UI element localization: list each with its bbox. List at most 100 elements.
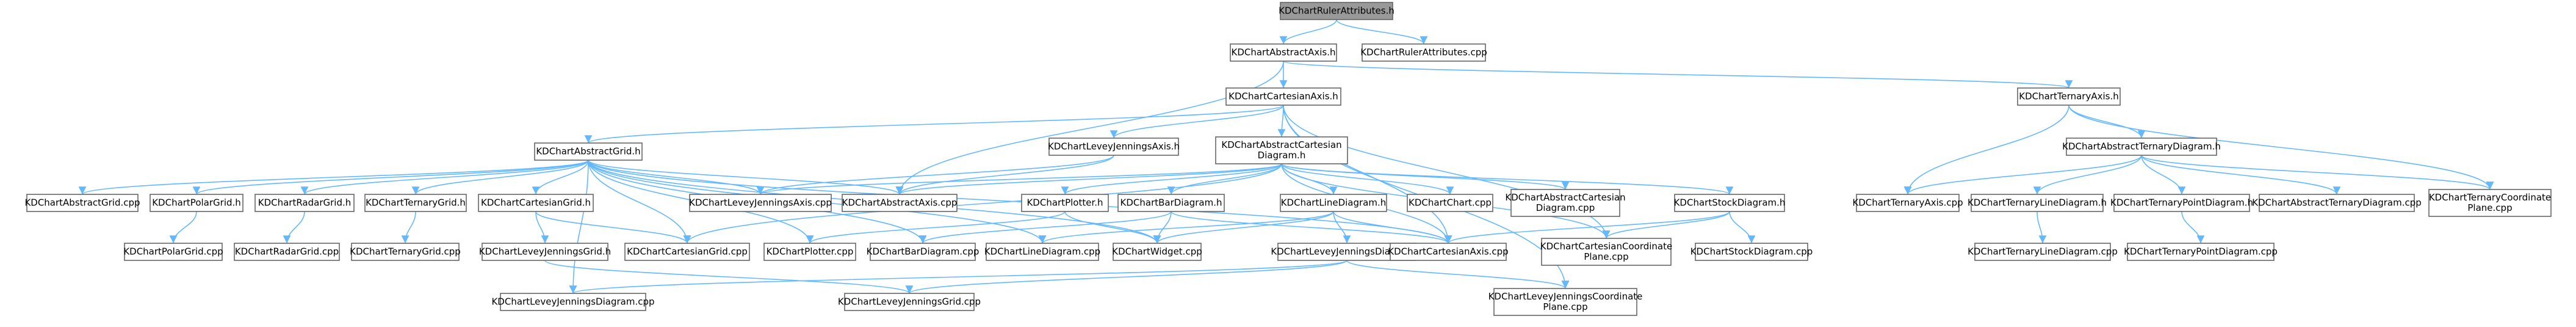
node-kdchartlinediagram-cpp[interactable]: KDChartLineDiagram.cpp [984,243,1100,261]
edge-n16-n32 [806,211,1066,244]
node-label: KDChartLineDiagram.h [1281,197,1387,208]
node-kdchartleveyjenningsgrid-cpp[interactable]: KDChartLeveyJenningsGrid.cpp [838,293,981,311]
edge-n3-n37 [1283,105,1452,244]
node-kdchartplotter-cpp[interactable]: KDChartPlotter.cpp [763,243,856,261]
node-kdchartternarygrid-h[interactable]: KDChartTernaryGrid.h [364,194,467,212]
edge-n4-n22 [1903,105,2069,195]
node-kdchartcartesianaxis-cpp[interactable]: KDChartCartesianAxis.cpp [1388,243,1509,261]
node-label: KDChartPolarGrid.cpp [123,246,223,257]
node-box [870,243,976,261]
edge-n12-n29 [401,211,416,244]
node-kdchartbardiagram-h[interactable]: KDChartBarDiagram.h [1117,194,1225,212]
node-kdchartternarylinediagram-cpp[interactable]: KDChartTernaryLineDiagram.cpp [1968,243,2118,261]
node-kdchartplotter-h[interactable]: KDChartPlotter.h [1021,194,1109,212]
node-kdchartternarypointdiagram-cpp[interactable]: KDChartTernaryPointDiagram.cpp [2124,243,2278,261]
edge-n36-n44 [1346,260,1570,289]
node-kdchartternarylinediagram-h[interactable]: KDChartTernaryLineDiagram.h [1968,194,2107,212]
node-box [2066,138,2217,156]
node-kdchartternarypointdiagram-h[interactable]: KDChartTernaryPointDiagram.h [2110,194,2253,212]
edge-n1-n15 [895,61,1284,195]
edge-n8-n26 [2141,155,2494,190]
edge-n11-n28 [283,211,305,244]
node-kdchartpolargrid-h[interactable]: KDChartPolarGrid.h [150,194,244,212]
node-box [1541,238,1672,266]
node-kdchartchart-cpp[interactable]: KDChartChart.cpp [1407,194,1493,212]
node-kdchartpolargrid-cpp[interactable]: KDChartPolarGrid.cpp [123,243,223,261]
node-kdchartcartesiangrid-h[interactable]: KDChartCartesianGrid.h [478,194,594,212]
node-box [1695,243,1808,261]
node-kdchartrulerattributes-cpp[interactable]: KDChartRulerAttributes.cpp [1360,43,1487,62]
node-label: KDChartTernaryGrid.h [366,197,466,208]
node-kdchartternaryaxis-cpp[interactable]: KDChartTernaryAxis.cpp [1852,194,1963,212]
node-label: KDChartRulerAttributes.cpp [1360,47,1487,58]
edge-n36-n42 [569,260,1348,294]
node-kdchartabstractaxis-h[interactable]: KDChartAbstractAxis.h [1230,43,1337,62]
node-box [689,194,832,212]
edge-n7-n15 [895,163,1282,195]
node-box [1117,194,1225,212]
edge-n18-n37 [1333,211,1452,244]
node-kdchartwidget-cpp[interactable]: KDChartWidget.cpp [1112,243,1202,261]
node-box [2428,189,2552,217]
edge-n13-n30 [535,211,549,244]
node-kdchartstockdiagram-h[interactable]: KDChartStockDiagram.h [1674,194,1786,212]
node-kdchartternarygrid-cpp[interactable]: KDChartTernaryGrid.cpp [350,243,461,261]
node-kdchartabstractternarydiagram-h[interactable]: KDChartAbstractTernaryDiagram.h [2062,138,2221,156]
edge-n18-n34 [1038,211,1334,244]
node-box [26,194,139,212]
node-box [1362,43,1486,62]
node-kdchartradargrid-cpp[interactable]: KDChartRadarGrid.cpp [234,243,340,261]
node-label: KDChartRulerAttributes.h [1279,6,1394,17]
node-kdchartlinediagram-h[interactable]: KDChartLineDiagram.h [1280,194,1387,212]
edge-n5-n12 [411,160,589,195]
node-kdchartabstractgrid-cpp[interactable]: KDChartAbstractGrid.cpp [24,194,140,212]
node-kdchartstockdiagram-cpp[interactable]: KDChartStockDiagram.cpp [1690,243,1813,261]
node-label: Plane.cpp [2467,202,2512,213]
node-box [482,243,608,261]
node-kdchartradargrid-h[interactable]: KDChartRadarGrid.h [254,194,355,212]
edge-n3-n7 [1277,105,1286,138]
edge-n6-n15 [895,155,1114,195]
node-label: Plane.cpp [1543,301,1587,312]
node-label: KDChartAbstractTernaryDiagram.h [2062,141,2221,152]
node-kdchartleveyjenningsaxis-cpp[interactable]: KDChartLeveyJenningsAxis.cpp [689,194,832,212]
node-label: KDChartAbstractTernaryDiagram.cpp [2252,197,2422,208]
node-label: KDChartLeveyJenningsGrid.h [479,246,611,257]
node-box [351,243,460,261]
node-label: KDChartLineDiagram.cpp [984,246,1100,257]
node-kdchartcartesiangrid-cpp[interactable]: KDChartCartesianGrid.cpp [624,243,750,261]
edge-n5-n14 [588,160,765,195]
node-kdchartabstractternarydiagram-cpp[interactable]: KDChartAbstractTernaryDiagram.cpp [2252,194,2422,212]
edge-n7-n16 [1061,163,1282,195]
node-box [1215,136,1348,164]
node-kdchartcartesianaxis-h[interactable]: KDChartCartesianAxis.h [1225,87,1341,106]
node-kdchartbardiagram-cpp[interactable]: KDChartBarDiagram.cpp [867,243,980,261]
node-kdchartternaryaxis-h[interactable]: KDChartTernaryAxis.h [2017,87,2121,106]
node-box [986,243,1099,261]
node-box [1390,243,1507,261]
node-box [2017,87,2121,106]
node-kdchartleveyjenningsgrid-h[interactable]: KDChartLeveyJenningsGrid.h [479,243,611,261]
node-kdchartrulerattributes-h[interactable]: KDChartRulerAttributes.h [1279,2,1394,20]
node-kdchartleveyjenningsaxis-h[interactable]: KDChartLeveyJenningsAxis.h [1048,138,1180,156]
edge-n6-n14 [756,155,1114,195]
edge-n21-n37 [1444,211,1730,244]
node-label: Diagram.cpp [1536,202,1595,213]
node-kdchartabstractaxis-cpp[interactable]: KDChartAbstractAxis.cpp [842,194,958,212]
edge-n0-n2 [1336,19,1428,45]
node-box [1021,194,1109,212]
node-box [2127,243,2275,261]
node-box [2259,194,2415,212]
node-label: KDChartAbstractCartesian [1221,139,1341,150]
node-layer: KDChartRulerAttributes.hKDChartAbstractA… [24,2,2552,316]
node-kdchartabstractgrid-h[interactable]: KDChartAbstractGrid.h [534,142,643,161]
node-kdchartleveyjenningsdiagram-cpp[interactable]: KDChartLeveyJenningsDiagram.cpp [491,293,655,311]
node-box [534,142,643,161]
edge-n24-n41 [2181,211,2205,244]
node-label: KDChartStockDiagram.cpp [1690,246,1813,257]
